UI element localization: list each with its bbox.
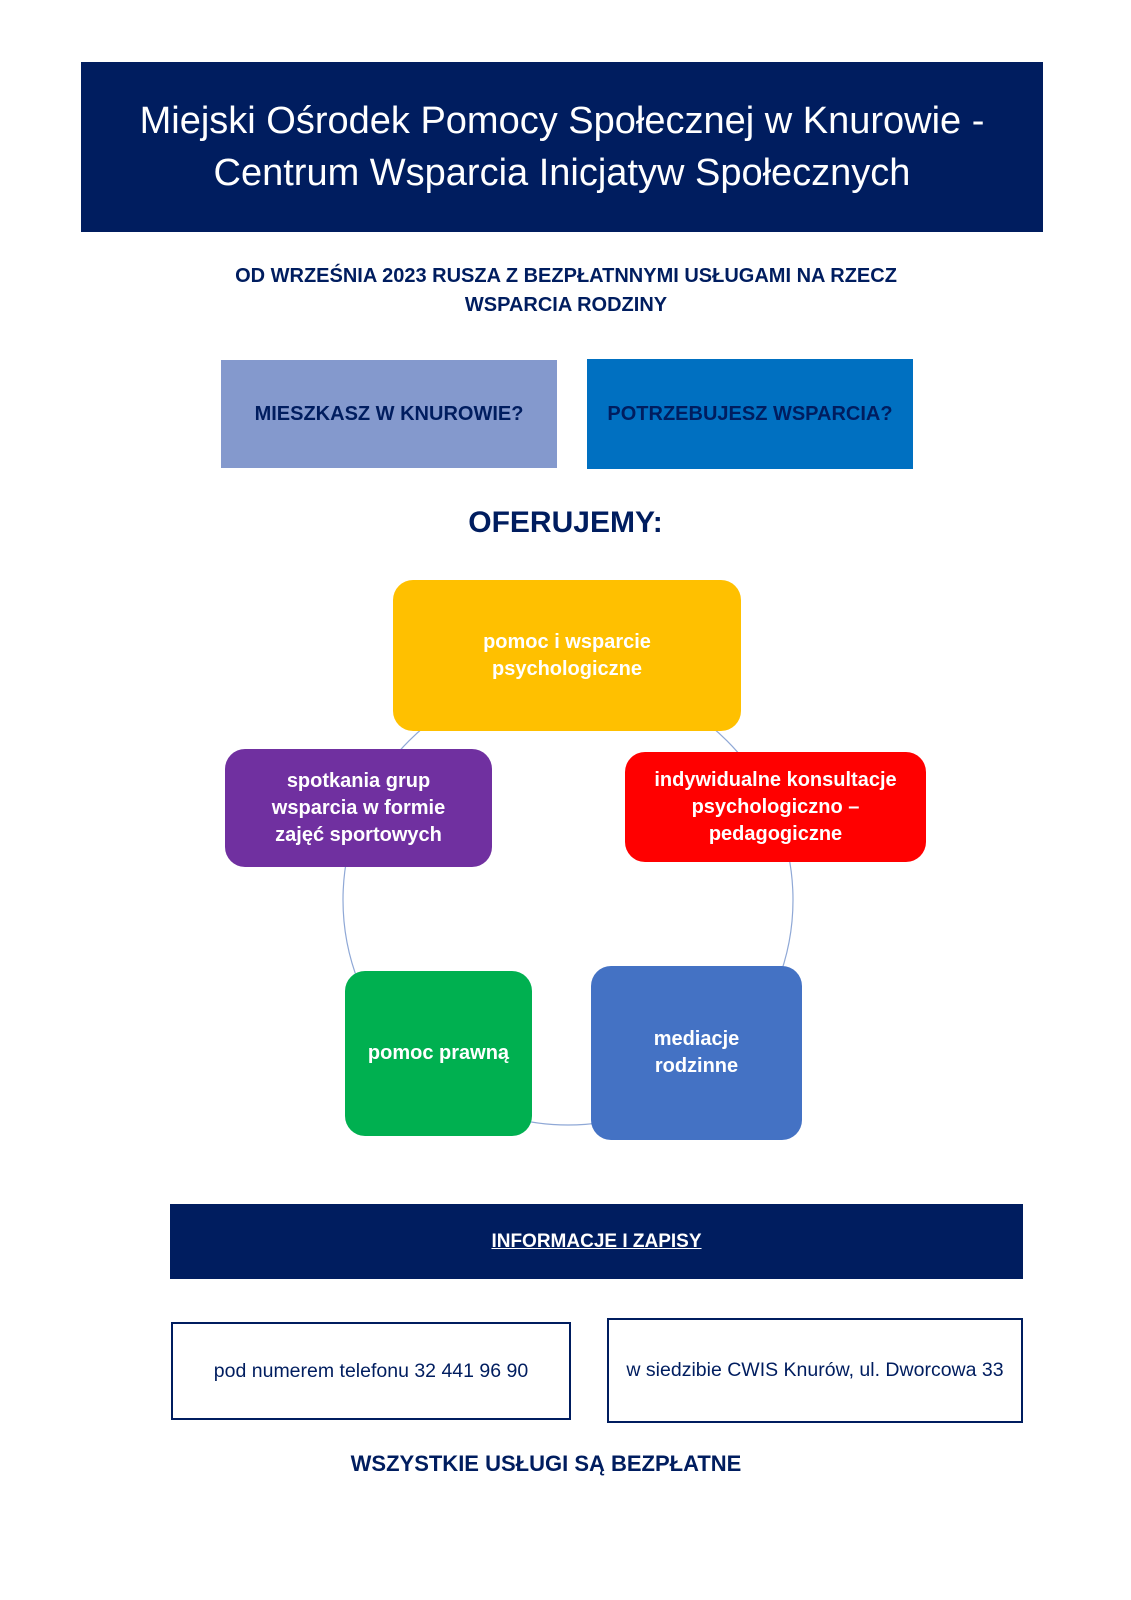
page-title-line-2: Centrum Wsparcia Inicjatyw Społecznych xyxy=(213,152,911,194)
offer-support-groups-line-1: spotkania grup xyxy=(286,769,431,792)
offer-support-groups-line-2: wsparcia w formie xyxy=(271,796,446,819)
offer-family-mediation-line-1: mediacje xyxy=(653,1028,740,1050)
question-support-label: POTRZEBUJESZ WSPARCIA? xyxy=(607,402,893,425)
contact-phone-text: pod numerem telefonu 32 441 96 90 xyxy=(213,1359,529,1382)
question-box-support: POTRZEBUJESZ WSPARCIA? xyxy=(587,359,913,469)
contact-address-box: w siedzibie CWIS Knurów, ul. Dworcowa 33 xyxy=(607,1318,1023,1423)
offer-psychological-support-line-1: pomoc i wsparcie xyxy=(483,630,651,653)
page-title-line-1: Miejski Ośrodek Pomocy Społecznej w Knur… xyxy=(139,100,985,142)
contact-address-text: w siedzibie CWIS Knurów, ul. Dworcowa 33 xyxy=(626,1359,1004,1381)
offer-support-groups-line-3: zajęć sportowych xyxy=(275,823,442,846)
contact-phone-box: pod numerem telefonu 32 441 96 90 xyxy=(171,1322,571,1420)
offer-individual-consultations-line-1: indywidualne konsultacje xyxy=(654,768,897,791)
offer-legal-aid: pomoc prawną xyxy=(345,971,532,1136)
subtitle-line-2: WSPARCIA RODZINY xyxy=(464,294,668,316)
header-banner: Miejski Ośrodek Pomocy Społecznej w Knur… xyxy=(81,62,1043,232)
offer-psychological-support: pomoc i wsparcie psychologiczne xyxy=(393,580,741,731)
info-registration-link[interactable]: INFORMACJE I ZAPISY xyxy=(491,1230,702,1252)
subtitle-line-1: OD WRZEŚNIA 2023 RUSZA Z BEZPŁATNNYMI US… xyxy=(235,265,897,287)
offer-family-mediation: mediacje rodzinne xyxy=(591,966,802,1140)
offer-individual-consultations: indywidualne konsultacje psychologiczno … xyxy=(625,752,926,862)
offer-family-mediation-line-2: rodzinne xyxy=(654,1055,739,1077)
offer-psychological-support-line-2: psychologiczne xyxy=(491,657,643,680)
offer-support-groups: spotkania grup wsparcia w formie zajęć s… xyxy=(225,749,492,867)
footer-free-services-note: WSZYSTKIE USŁUGI SĄ BEZPŁATNE xyxy=(350,1451,742,1476)
question-box-residence: MIESZKASZ W KNUROWIE? xyxy=(221,360,557,468)
offer-individual-consultations-line-3: pedagogiczne xyxy=(708,822,843,845)
page-title: Miejski Ośrodek Pomocy Społecznej w Knur… xyxy=(120,95,1005,199)
offer-legal-aid-line-1: pomoc prawną xyxy=(367,1042,510,1064)
question-residence-label: MIESZKASZ W KNUROWIE? xyxy=(254,402,524,425)
offer-heading: OFERUJEMY: xyxy=(468,506,663,539)
offer-individual-consultations-line-2: psychologiczno – xyxy=(691,795,860,818)
info-banner: INFORMACJE I ZAPISY xyxy=(170,1204,1023,1279)
announcement-subtitle: OD WRZEŚNIA 2023 RUSZA Z BEZPŁATNNYMI US… xyxy=(150,262,982,320)
